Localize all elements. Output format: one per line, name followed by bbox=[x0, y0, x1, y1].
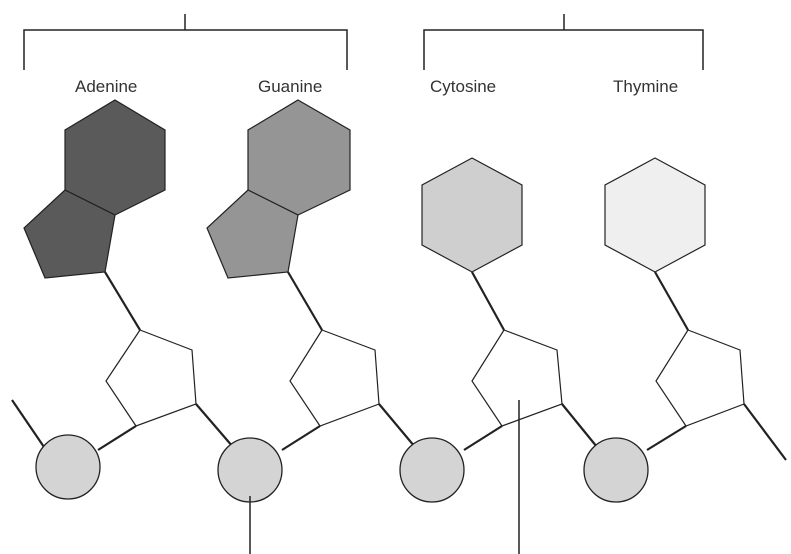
adenine-pentagon-ring bbox=[23, 189, 116, 279]
label-thymine: Thymine bbox=[613, 77, 678, 96]
nucleotide-adenine bbox=[23, 99, 197, 500]
deoxyribose-sugar bbox=[105, 329, 197, 427]
cytosine-hexagon-ring bbox=[421, 157, 523, 273]
deoxyribose-sugar bbox=[289, 329, 380, 427]
nucleotide-cytosine bbox=[399, 157, 563, 503]
phosphate-group bbox=[399, 437, 465, 503]
nucleotide-guanine bbox=[206, 99, 380, 503]
thymine-hexagon-ring bbox=[604, 157, 706, 273]
phosphate-group bbox=[217, 437, 283, 503]
pyrimidine-group-bracket bbox=[423, 14, 704, 70]
guanine-pentagon-ring bbox=[206, 189, 299, 279]
deoxyribose-sugar bbox=[471, 329, 563, 427]
phosphate-group bbox=[583, 437, 649, 503]
nucleotide-thymine bbox=[583, 157, 745, 503]
label-cytosine: Cytosine bbox=[430, 77, 496, 96]
label-guanine: Guanine bbox=[258, 77, 322, 96]
purine-group-bracket bbox=[23, 14, 348, 70]
phosphate-group bbox=[35, 434, 101, 500]
sugar-phosphate-backbone bbox=[11, 399, 787, 461]
deoxyribose-sugar bbox=[655, 329, 745, 427]
label-adenine: Adenine bbox=[75, 77, 137, 96]
